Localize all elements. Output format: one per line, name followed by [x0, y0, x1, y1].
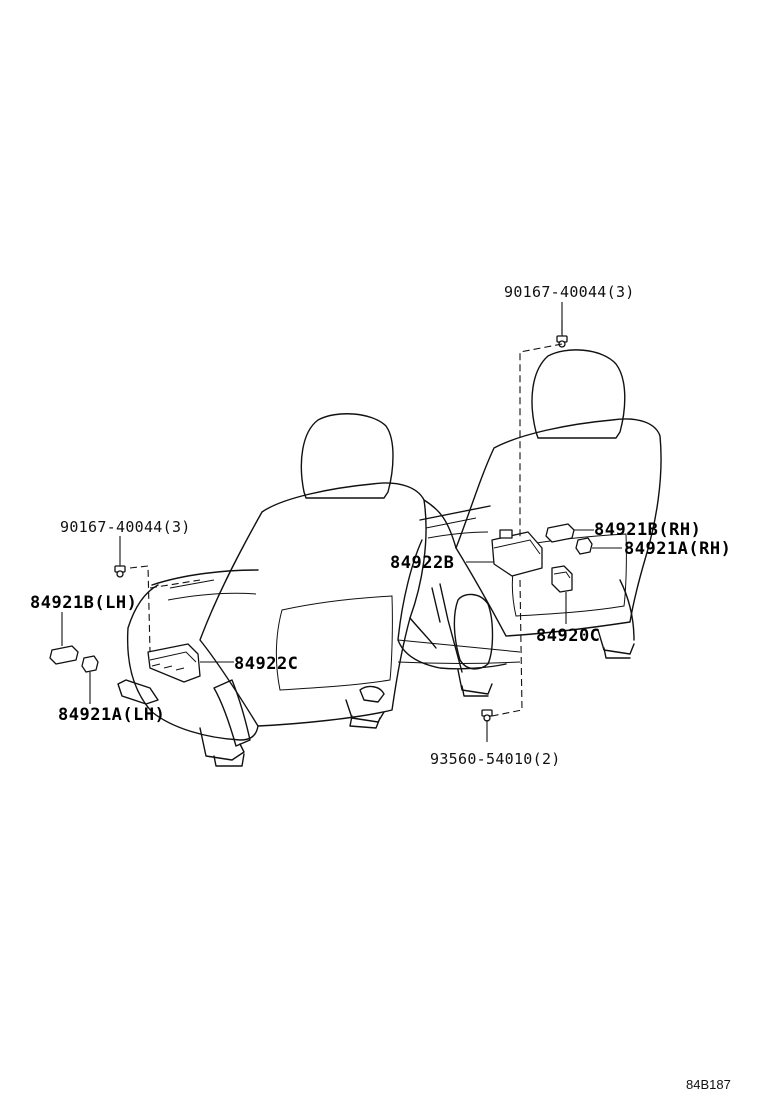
- callout-switch-c-right: 84920C: [536, 626, 600, 646]
- screw-left-icon: [114, 565, 126, 578]
- cover-b-lh-icon: [49, 645, 79, 665]
- left-seat: [117, 413, 427, 767]
- callout-cover-b-lh: 84921B(LH): [30, 593, 137, 613]
- callout-switch-c: 84922C: [234, 654, 298, 674]
- switch-c-icon: [147, 643, 201, 683]
- cover-a-lh-icon: [81, 655, 99, 673]
- callout-cover-a-rh: 84921A(RH): [624, 539, 731, 559]
- switch-c-right-icon: [551, 565, 573, 593]
- switch-b-icon: [491, 529, 543, 577]
- callout-switch-b: 84922B: [390, 553, 454, 573]
- assembly-line-left: [129, 565, 201, 653]
- assembly-line-right-top: [519, 343, 563, 540]
- cover-b-rh-icon: [545, 523, 575, 543]
- callout-cover-a-lh: 84921A(LH): [58, 705, 165, 725]
- cover-a-rh-icon: [575, 537, 593, 555]
- assembly-line-right-bottom: [491, 579, 523, 717]
- callout-screw-right: 90167-40044(3): [504, 283, 635, 301]
- right-seat: [397, 349, 662, 697]
- reference-code: 84B187: [686, 1077, 731, 1092]
- callout-cover-b-rh: 84921B(RH): [594, 520, 701, 540]
- callout-screw-bottom: 93560-54010(2): [430, 750, 561, 768]
- callout-screw-left: 90167-40044(3): [60, 518, 191, 536]
- screw-bottom-icon: [481, 709, 493, 722]
